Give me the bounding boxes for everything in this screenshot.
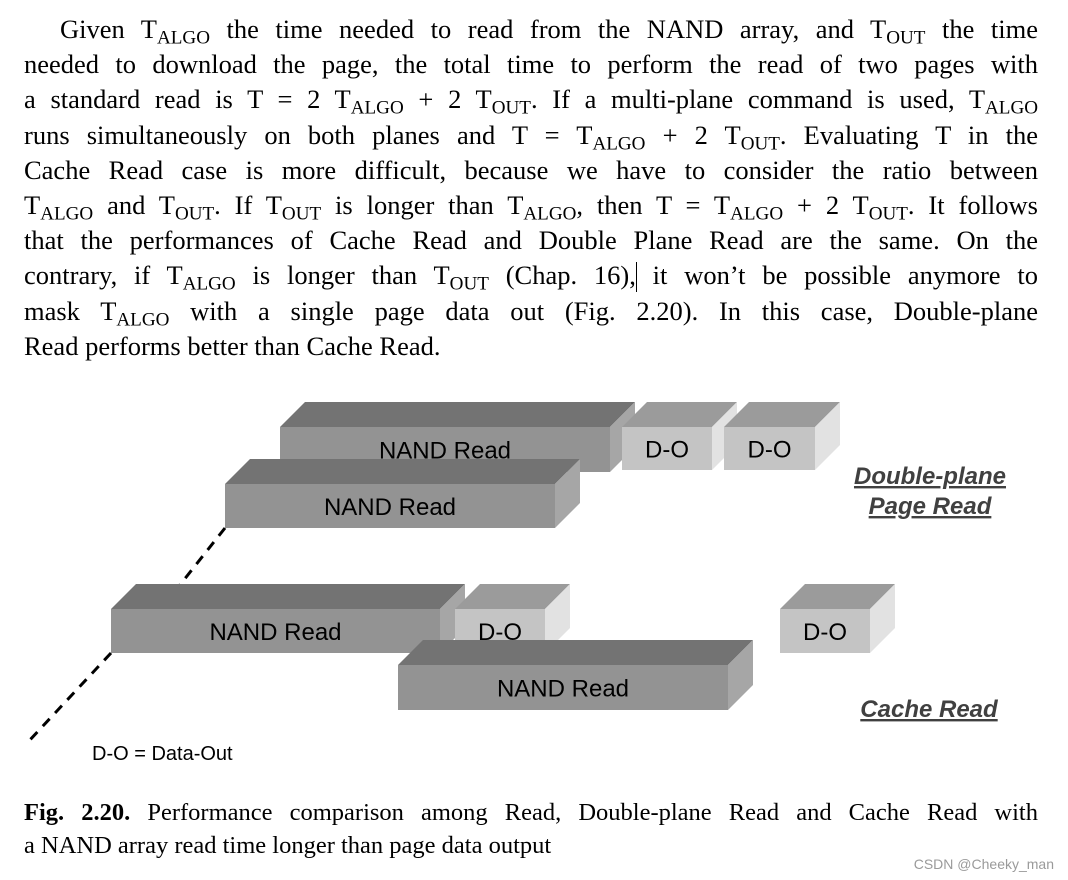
subscript: ALGO xyxy=(730,203,784,224)
paragraph-line: TALGO and TOUT. If TOUT is longer than T… xyxy=(24,189,1038,224)
caption-text-1: Performance comparison among Read, Doubl… xyxy=(130,799,1038,826)
block-front-face xyxy=(398,665,728,710)
block-cr-nand-1: NAND Read xyxy=(111,584,465,653)
block-label: NAND Read xyxy=(324,494,456,521)
block-label: D-O xyxy=(748,437,792,464)
subscript: ALGO xyxy=(182,273,236,294)
dashed-guide-upper xyxy=(170,527,227,596)
caption-line-1: Fig. 2.20. Performance comparison among … xyxy=(24,796,1038,829)
body-paragraph: Given TALGO the time needed to read from… xyxy=(24,12,1038,364)
paragraph-line: needed to download the page, the total t… xyxy=(24,49,1038,80)
watermark: CSDN @Cheeky_man xyxy=(913,856,1054,872)
block-front-face xyxy=(724,427,815,470)
text-cursor xyxy=(636,262,637,292)
block-side-face xyxy=(870,584,895,653)
block-front-face xyxy=(111,609,440,653)
cache-read-title: Cache Read xyxy=(860,696,999,723)
subscript: ALGO xyxy=(350,97,404,118)
subscript: ALGO xyxy=(157,27,210,48)
block-side-face xyxy=(815,402,840,470)
block-label: D-O xyxy=(803,619,847,646)
subscript: ALGO xyxy=(523,203,577,224)
subscript: OUT xyxy=(281,203,322,224)
block-dp-nand-2: NAND Read xyxy=(225,459,580,528)
paragraph-line: runs simultaneously on both planes and T… xyxy=(24,119,1038,153)
paragraph-line: that the performances of Cache Read and … xyxy=(24,225,1038,256)
block-top-face xyxy=(455,584,570,609)
double-plane-title-line2: Page Read xyxy=(869,493,993,520)
subscript: ALGO xyxy=(116,308,170,329)
block-label: NAND Read xyxy=(209,619,341,646)
paragraph-line: contrary, if TALGO is longer than TOUT (… xyxy=(24,260,1038,294)
block-front-face xyxy=(622,427,712,470)
block-side-face xyxy=(440,584,465,653)
block-top-face xyxy=(225,459,580,484)
block-top-face xyxy=(780,584,895,609)
paragraph-line: Cache Read case is more difficult, becau… xyxy=(24,154,1038,185)
block-dp-do-1: D-O xyxy=(622,402,737,470)
block-dp-do-2: D-O xyxy=(724,402,840,470)
block-top-face xyxy=(280,402,635,427)
paragraph-line: Given TALGO the time needed to read from… xyxy=(60,14,1038,48)
block-cr-nand-2: NAND Read xyxy=(398,640,753,710)
subscript: ALGO xyxy=(985,97,1038,118)
block-top-face xyxy=(111,584,465,609)
block-label: NAND Read xyxy=(497,676,629,703)
subscript: OUT xyxy=(740,132,780,153)
block-label: D-O xyxy=(645,437,689,464)
paragraph-line: Read performs better than Cache Read. xyxy=(24,330,441,361)
paragraph-line: mask TALGO with a single page data out (… xyxy=(24,295,1038,329)
subscript: OUT xyxy=(449,273,489,294)
block-top-face xyxy=(398,640,753,665)
block-side-face xyxy=(545,584,570,653)
block-side-face xyxy=(728,640,753,710)
legend-data-out: D-O = Data-Out xyxy=(92,743,233,765)
block-front-face xyxy=(225,484,555,528)
block-cr-do-2: D-O xyxy=(780,584,895,653)
subscript: OUT xyxy=(174,203,215,224)
dashed-guide-lower xyxy=(26,651,113,744)
caption-label: Fig. 2.20. xyxy=(24,799,131,826)
figure-caption: Fig. 2.20. Performance comparison among … xyxy=(24,796,1038,862)
subscript: OUT xyxy=(868,203,908,224)
block-top-face xyxy=(724,402,840,427)
caption-line-2: a NAND array read time longer than page … xyxy=(24,832,552,859)
subscript: OUT xyxy=(491,97,531,118)
block-side-face xyxy=(555,459,580,528)
subscript: ALGO xyxy=(592,132,646,153)
block-front-face xyxy=(780,609,870,653)
subscript: ALGO xyxy=(40,203,94,224)
double-plane-title: Double-plane xyxy=(854,463,1006,490)
subscript: OUT xyxy=(886,27,926,48)
block-top-face xyxy=(622,402,737,427)
paragraph-line: a standard read is T = 2 TALGO + 2 TOUT.… xyxy=(24,84,1038,118)
